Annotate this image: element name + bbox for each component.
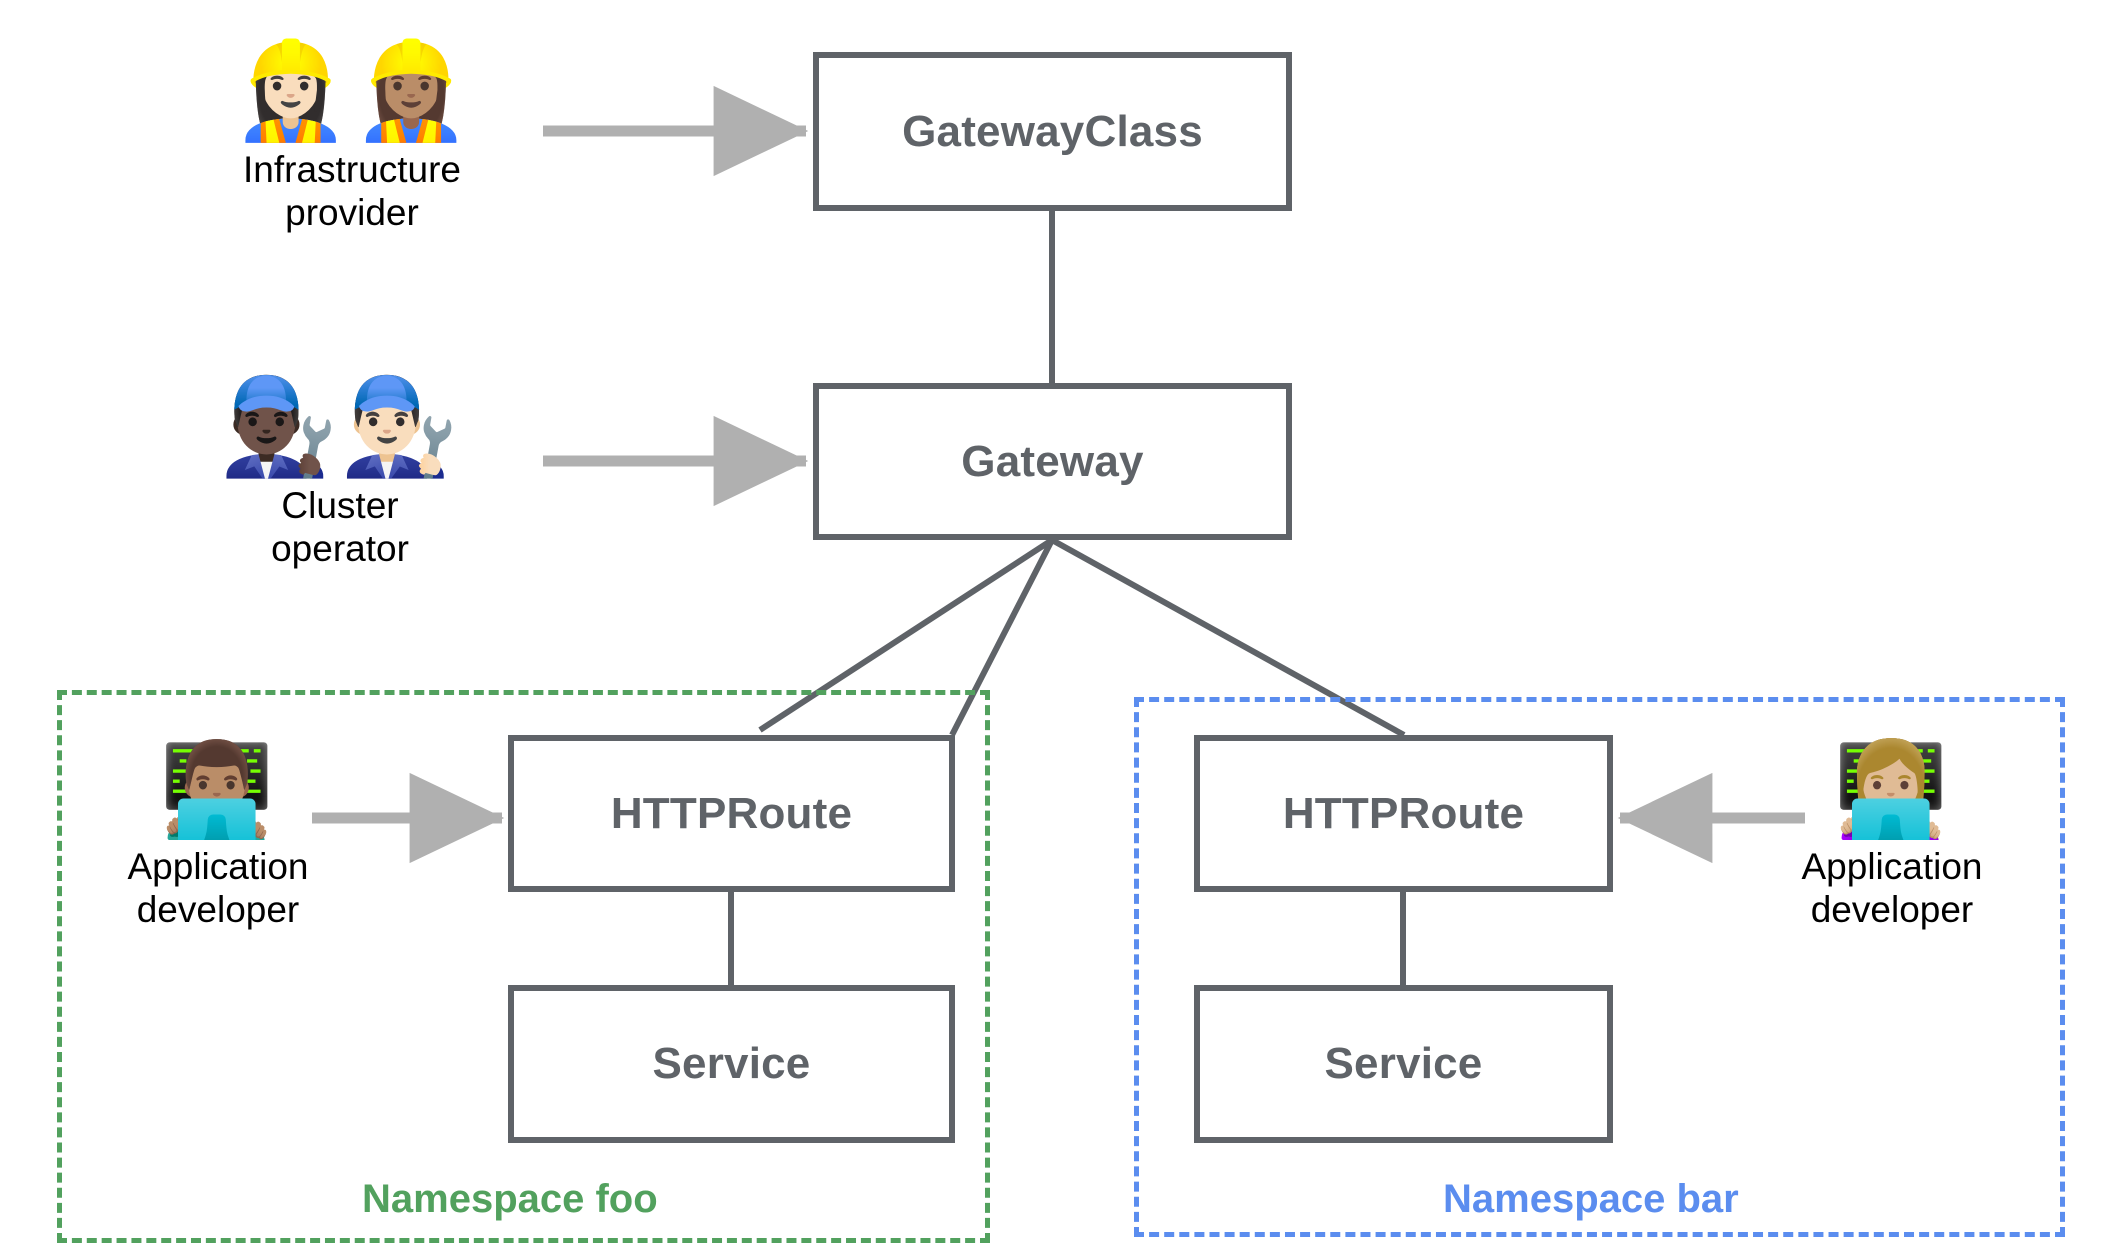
service-bar-box[interactable]: Service [1194, 985, 1613, 1143]
persona-infrastructure-provider-label: Infrastructure provider [243, 148, 461, 234]
woman-technologist-emoji: 👩🏼‍💻 [1833, 739, 1951, 841]
persona-infrastructure-provider: 👷🏻‍♀️👷🏽‍♀️ Infrastructure provider [202, 38, 502, 235]
persona-application-developer-foo-label: Application developer [127, 845, 309, 931]
httproute-foo-box[interactable]: HTTPRoute [508, 735, 955, 892]
httproute-bar-box[interactable]: HTTPRoute [1194, 735, 1613, 892]
service-foo-box[interactable]: Service [508, 985, 955, 1143]
namespace-bar-label: Namespace bar [1443, 1177, 1739, 1221]
persona-application-developer-bar: 👩🏼‍💻 Application developer [1742, 742, 2042, 932]
httproute-bar-label: HTTPRoute [1282, 788, 1525, 838]
persona-application-developer-bar-label: Application developer [1801, 845, 1983, 931]
namespace-foo-container [57, 690, 990, 1243]
gateway-label: Gateway [961, 436, 1144, 486]
service-foo-label: Service [652, 1039, 811, 1088]
persona-cluster-operator-label: Cluster operator [271, 484, 409, 570]
construction-worker-women-emoji: 👷🏻‍♀️👷🏽‍♀️ [231, 38, 473, 144]
gatewayclass-label: GatewayClass [902, 106, 1203, 156]
man-technologist-emoji: 👨🏽‍💻 [159, 739, 277, 841]
service-bar-label: Service [1324, 1039, 1483, 1088]
gatewayclass-box[interactable]: GatewayClass [813, 52, 1292, 211]
httproute-foo-label: HTTPRoute [610, 788, 853, 838]
namespace-bar-container [1134, 697, 2065, 1237]
namespace-foo-label: Namespace foo [362, 1177, 658, 1221]
mechanic-men-emoji: 👨🏿‍🔧👨🏻‍🔧 [219, 374, 461, 480]
persona-application-developer-foo: 👨🏽‍💻 Application developer [68, 742, 368, 932]
persona-cluster-operator: 👨🏿‍🔧👨🏻‍🔧 Cluster operator [190, 374, 490, 571]
gateway-box[interactable]: Gateway [813, 383, 1292, 540]
